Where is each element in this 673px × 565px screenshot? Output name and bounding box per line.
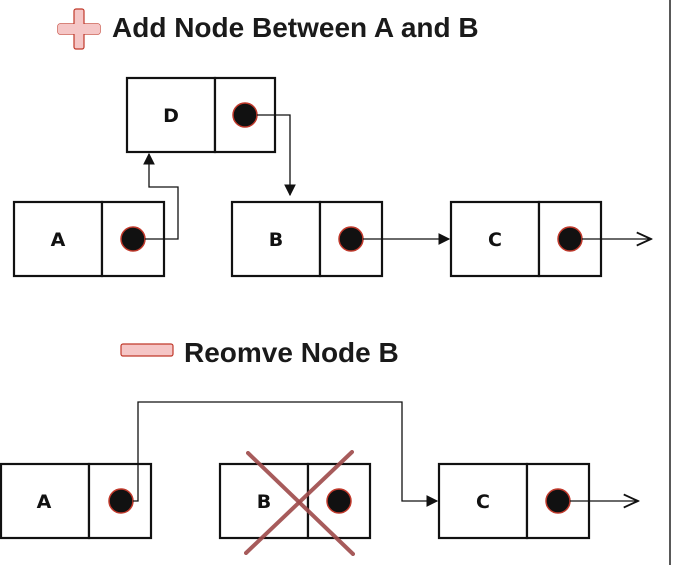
node-label: D — [163, 105, 179, 127]
node-d: D — [125, 76, 277, 154]
node-label: B — [269, 229, 283, 251]
pointer-dot — [557, 226, 583, 252]
section-title-remove: Reomve Node B — [184, 337, 399, 368]
node-label: B — [257, 491, 271, 513]
node-label: C — [488, 229, 502, 251]
node-label: A — [51, 229, 66, 251]
pointer-dot — [326, 488, 352, 514]
cross-icon — [244, 450, 355, 556]
pointer-dot — [120, 226, 146, 252]
pointer-dot — [338, 226, 364, 252]
pointer-dot — [108, 488, 134, 514]
arrow-a-to-c — [133, 401, 439, 507]
arrow-a-to-d — [143, 152, 179, 240]
plus-icon — [57, 8, 101, 50]
node-c: C — [437, 462, 591, 540]
pointer-dot — [232, 102, 258, 128]
node-b: B — [230, 200, 384, 278]
node-label: C — [476, 491, 490, 513]
section-title-add: Add Node Between A and B — [112, 12, 479, 43]
arrow-d-to-b — [257, 114, 296, 197]
node-c: C — [449, 200, 603, 278]
pointer-dot — [545, 488, 571, 514]
section-add-node: Add Node Between A and B D A B C — [12, 8, 651, 278]
node-label: A — [37, 491, 52, 513]
node-a: A — [12, 200, 166, 278]
minus-icon — [120, 343, 174, 357]
section-remove-node: Reomve Node B A B C — [0, 337, 638, 556]
node-a: A — [0, 462, 153, 540]
node-b-removed: B — [218, 450, 372, 556]
